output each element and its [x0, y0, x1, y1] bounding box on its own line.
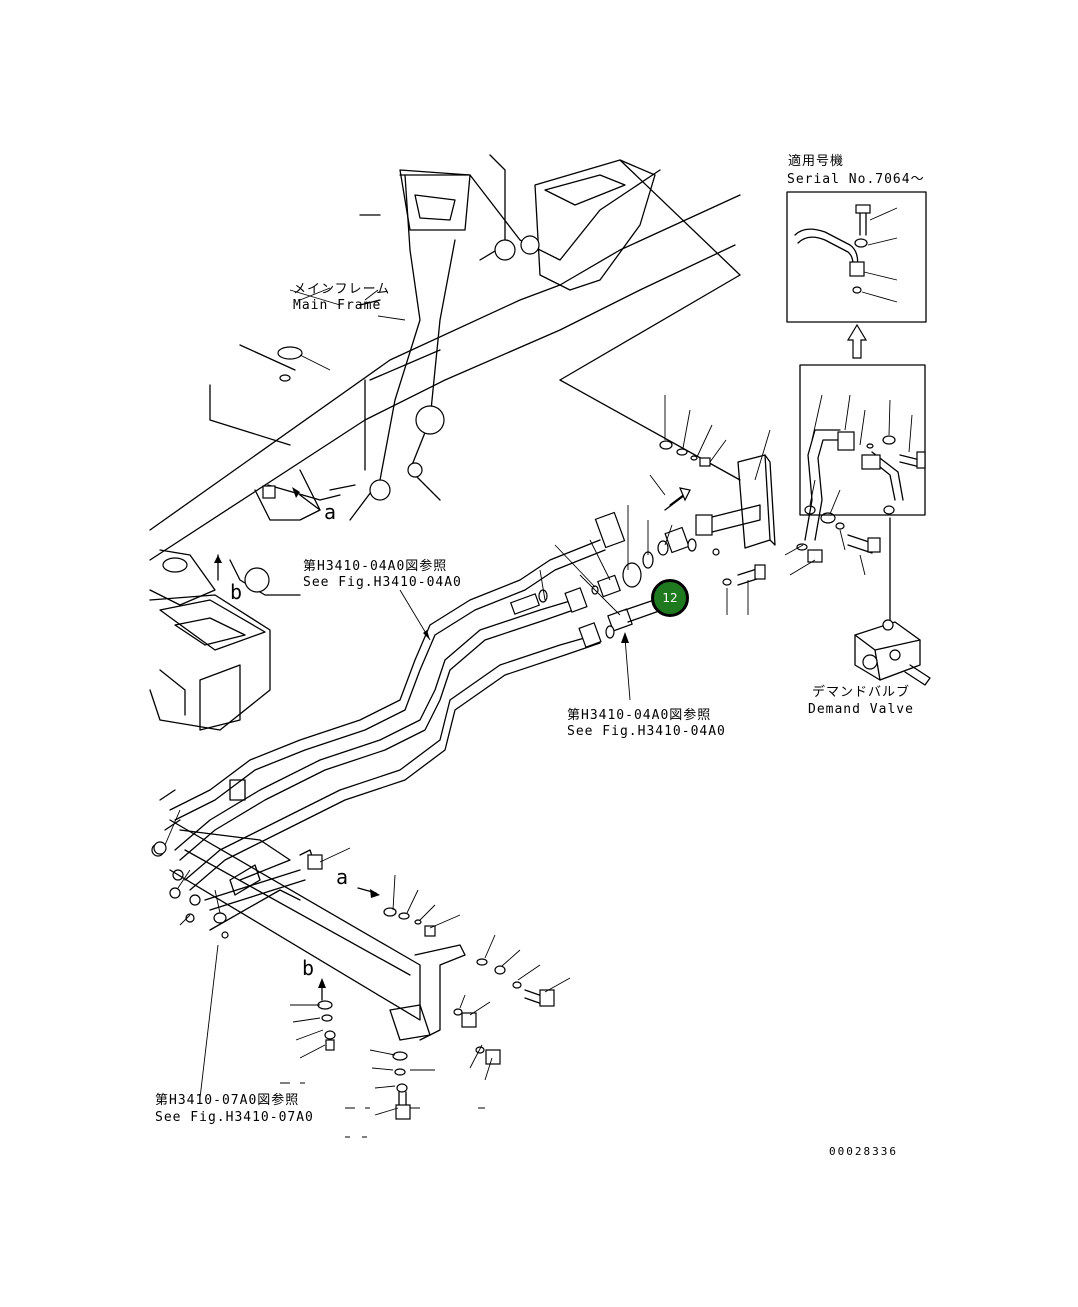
lower-bracket-assembly [153, 789, 571, 1138]
demand-valve-drawing [854, 619, 931, 686]
view-marker-a-bottom: a [336, 865, 349, 889]
reference-label-en-3: See Fig.H3410-07A0 [155, 1110, 314, 1125]
applicable-units-label: 適用号機 [788, 154, 845, 169]
drawing-number: 00028336 [829, 1145, 898, 1158]
reference-label-en-1: See Fig.H3410-04A0 [303, 575, 462, 590]
reference-leaders [199, 287, 631, 1099]
view-marker-b-top: b [230, 580, 243, 604]
main-frame-label-en: Main Frame [293, 298, 382, 313]
main-frame-label-jp: メインフレーム [293, 282, 391, 297]
view-marker-a-top: a [324, 500, 337, 524]
reference-label-jp-1: 第H3410-04A0図参照 [303, 559, 448, 574]
serial-number-label: Serial No.7064～ [787, 172, 925, 187]
hydraulic-pipes [151, 511, 626, 906]
reference-label-jp-3: 第H3410-07A0図参照 [155, 1093, 300, 1108]
pipe-fittings [509, 395, 881, 639]
demand-valve-label-jp: デマンドバルブ [812, 685, 911, 700]
view-marker-b-bottom: b [302, 956, 315, 980]
reference-label-jp-2: 第H3410-04A0図参照 [567, 708, 712, 723]
main-frame-drawing [149, 154, 741, 731]
hose-assembly [786, 191, 927, 621]
reference-label-en-2: See Fig.H3410-04A0 [567, 724, 726, 739]
callout-marker-12[interactable]: 12 [651, 579, 689, 617]
demand-valve-label-en: Demand Valve [808, 702, 914, 717]
